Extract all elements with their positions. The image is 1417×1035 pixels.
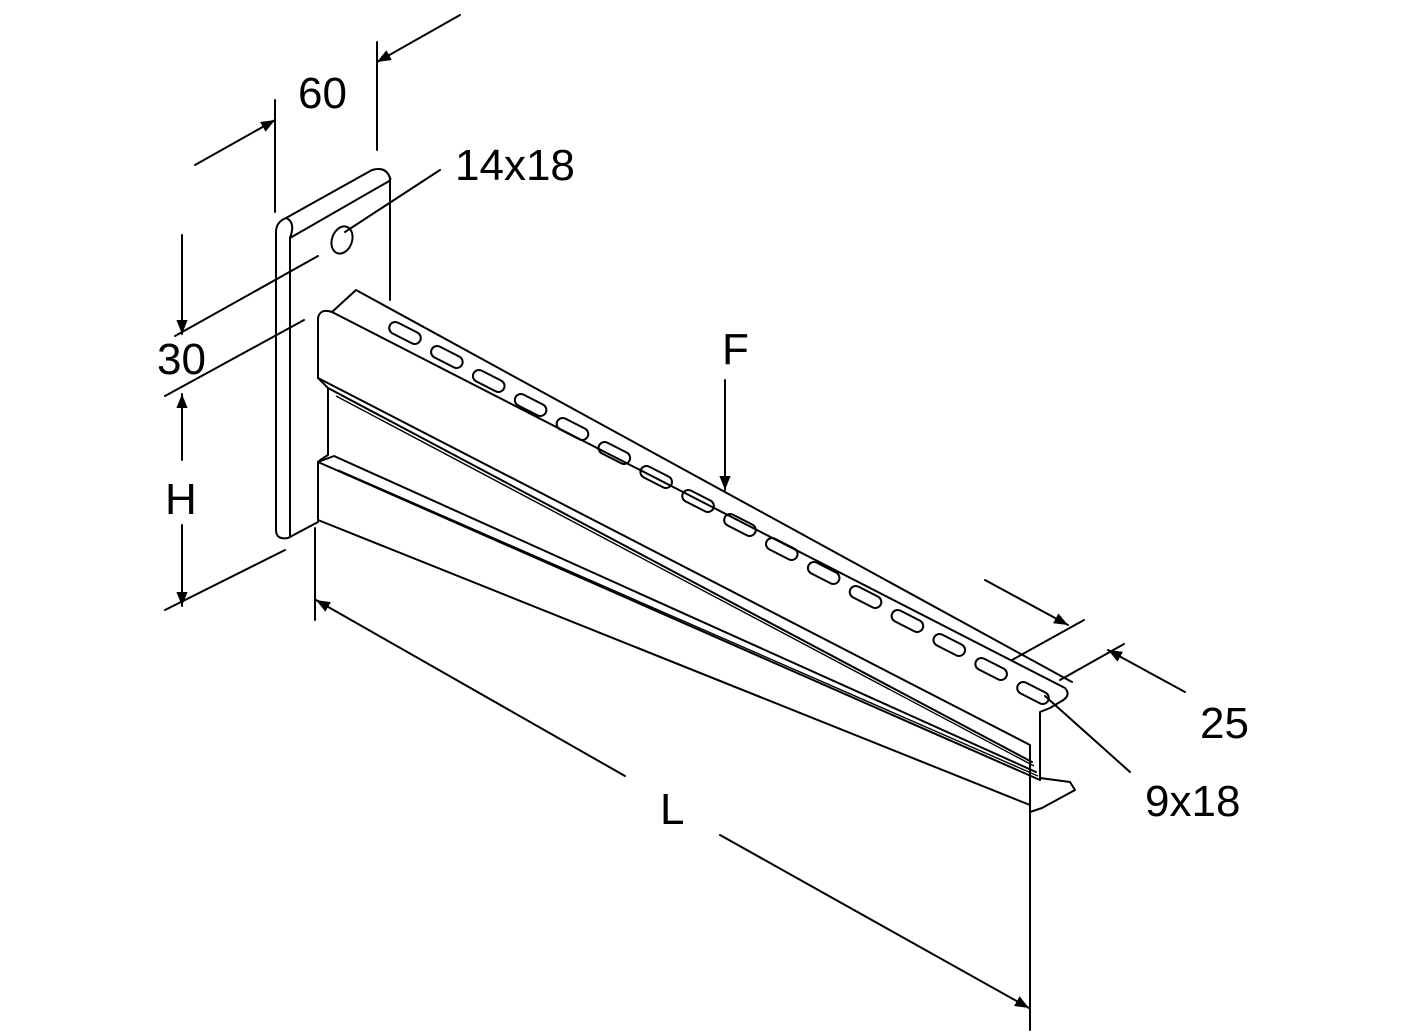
dimension-25 — [984, 579, 1186, 693]
label-9x18: 9x18 — [1145, 777, 1241, 826]
label-h: H — [165, 475, 197, 524]
dimension-l — [314, 527, 1031, 1031]
wall-plate — [275, 168, 392, 540]
hole-leader — [344, 169, 441, 233]
slot — [430, 345, 464, 369]
label-60: 60 — [298, 69, 347, 118]
label-14x18: 14x18 — [455, 141, 575, 190]
slot — [806, 561, 841, 585]
slot — [513, 393, 548, 417]
label-l: L — [660, 785, 685, 834]
dimension-60 — [194, 14, 461, 213]
slot — [764, 537, 799, 561]
label-25: 25 — [1200, 699, 1249, 748]
slot — [974, 657, 1008, 681]
slot-leader — [1044, 695, 1131, 773]
slot — [723, 513, 757, 537]
slot — [471, 369, 506, 393]
slot — [848, 585, 883, 609]
slot — [639, 465, 674, 489]
slot — [555, 417, 590, 441]
slot — [932, 633, 967, 657]
dimension-30-h — [164, 234, 319, 611]
slot — [597, 441, 632, 465]
slot — [681, 489, 715, 513]
label-30: 30 — [157, 335, 206, 384]
bracket-arm — [317, 289, 1076, 813]
slot — [388, 321, 422, 345]
label-f: F — [722, 325, 749, 374]
slot — [1016, 681, 1050, 705]
plate-hole — [330, 225, 354, 255]
slot — [890, 609, 925, 633]
